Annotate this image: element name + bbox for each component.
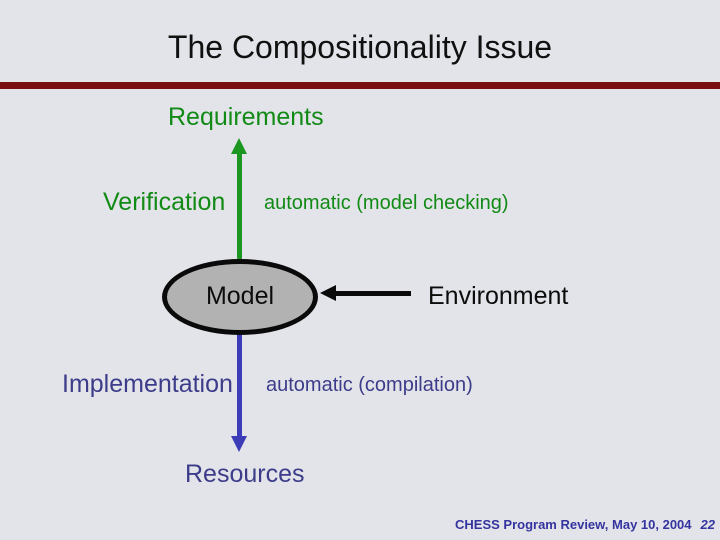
model-ellipse: Model: [162, 259, 318, 335]
footer-text: CHESS Program Review, May 10, 2004: [455, 517, 692, 532]
implementation-arrow-line: [237, 330, 242, 437]
slide-number: 22: [700, 517, 715, 532]
verification-label: Verification: [103, 188, 226, 216]
slide-footer: CHESS Program Review, May 10, 2004 22: [455, 517, 715, 532]
requirements-label: Requirements: [168, 103, 324, 131]
arrow-down-icon: [231, 436, 247, 452]
model-label: Model: [205, 282, 275, 311]
environment-label: Environment: [428, 282, 569, 310]
environment-arrow-line: [333, 291, 411, 296]
implementation-note-label: automatic (compilation): [266, 374, 473, 396]
implementation-label: Implementation: [62, 370, 233, 398]
verification-note-label: automatic (model checking): [264, 192, 509, 214]
arrow-left-icon: [320, 285, 336, 301]
resources-label: Resources: [185, 460, 305, 488]
page-title: The Compositionality Issue: [167, 29, 553, 65]
arrow-up-icon: [231, 138, 247, 154]
title-rule-divider: [0, 82, 720, 89]
verification-arrow-line: [237, 150, 242, 264]
